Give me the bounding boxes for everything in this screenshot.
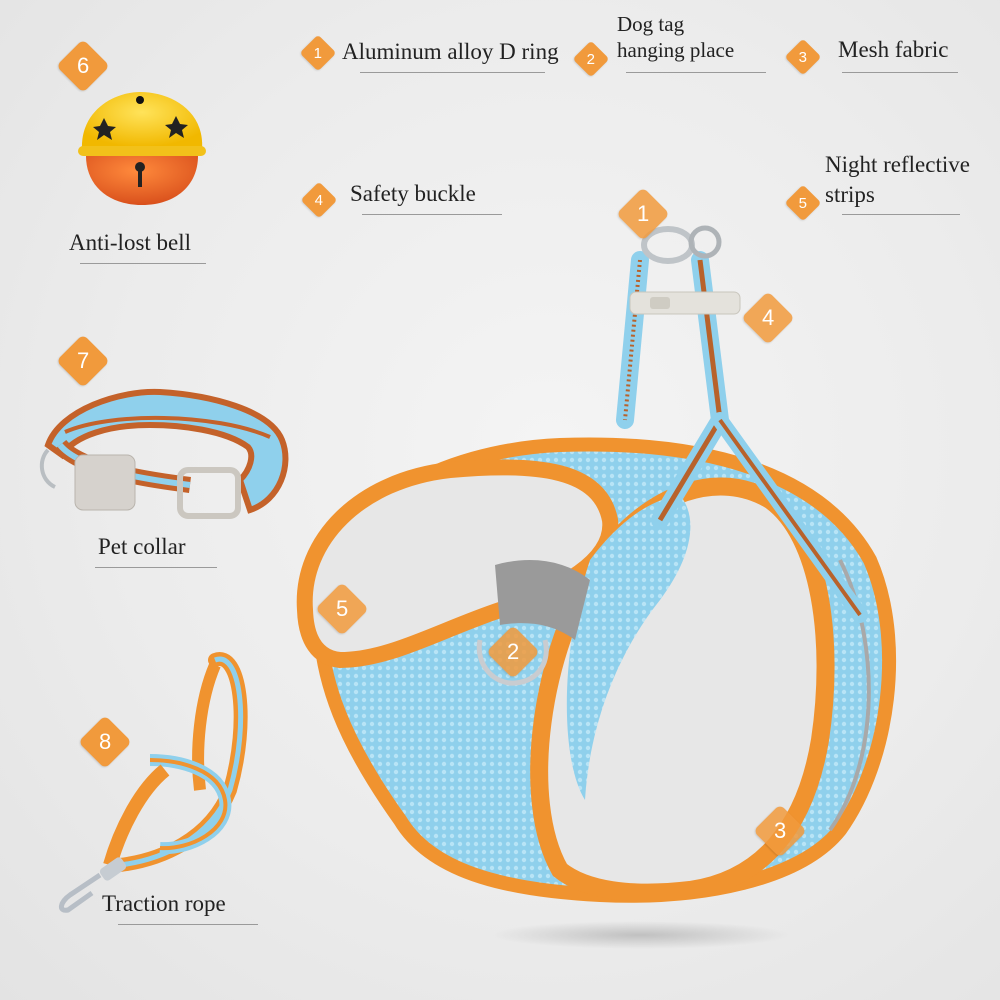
divider: [626, 72, 766, 73]
feature-label-safety-buckle: Safety buckle: [350, 181, 476, 206]
feature-number: 4: [314, 191, 324, 209]
divider: [360, 72, 545, 73]
feature-number: 2: [586, 50, 596, 68]
bell-image: [78, 92, 206, 205]
feature-label-d-ring: Aluminum alloy D ring: [342, 39, 559, 64]
accessory-label-bell: Anti-lost bell: [69, 230, 192, 255]
divider: [842, 214, 960, 215]
callout-number: 3: [773, 818, 787, 843]
feature-label-reflective-line1: Night reflective: [825, 152, 970, 177]
divider: [118, 924, 258, 925]
feature-label-dog-tag-line2: hanging place: [617, 38, 735, 62]
divider: [842, 72, 958, 73]
accessory-number: 8: [98, 729, 112, 754]
feature-number: 5: [798, 194, 808, 212]
leash-image: [59, 652, 248, 913]
feature-label-dog-tag-line1: Dog tag: [617, 12, 685, 36]
divider: [80, 263, 206, 264]
accessory-number: 7: [76, 348, 90, 373]
accessory-label-collar: Pet collar: [98, 534, 186, 559]
accessory-number: 6: [76, 53, 90, 78]
dog-harness: [296, 225, 897, 903]
feature-label-mesh-fabric: Mesh fabric: [838, 37, 949, 62]
harness-shadow: [490, 921, 790, 949]
divider: [95, 567, 217, 568]
feature-number: 3: [798, 48, 808, 66]
accessory-label-leash: Traction rope: [102, 891, 226, 916]
callout-number: 1: [636, 201, 650, 226]
callout-number: 5: [335, 596, 349, 621]
callout-number: 4: [761, 305, 775, 330]
feature-label-reflective-line2: strips: [825, 182, 875, 207]
collar-image: [39, 388, 289, 519]
divider: [362, 214, 502, 215]
feature-number: 1: [313, 44, 323, 62]
callout-number: 2: [506, 639, 520, 664]
